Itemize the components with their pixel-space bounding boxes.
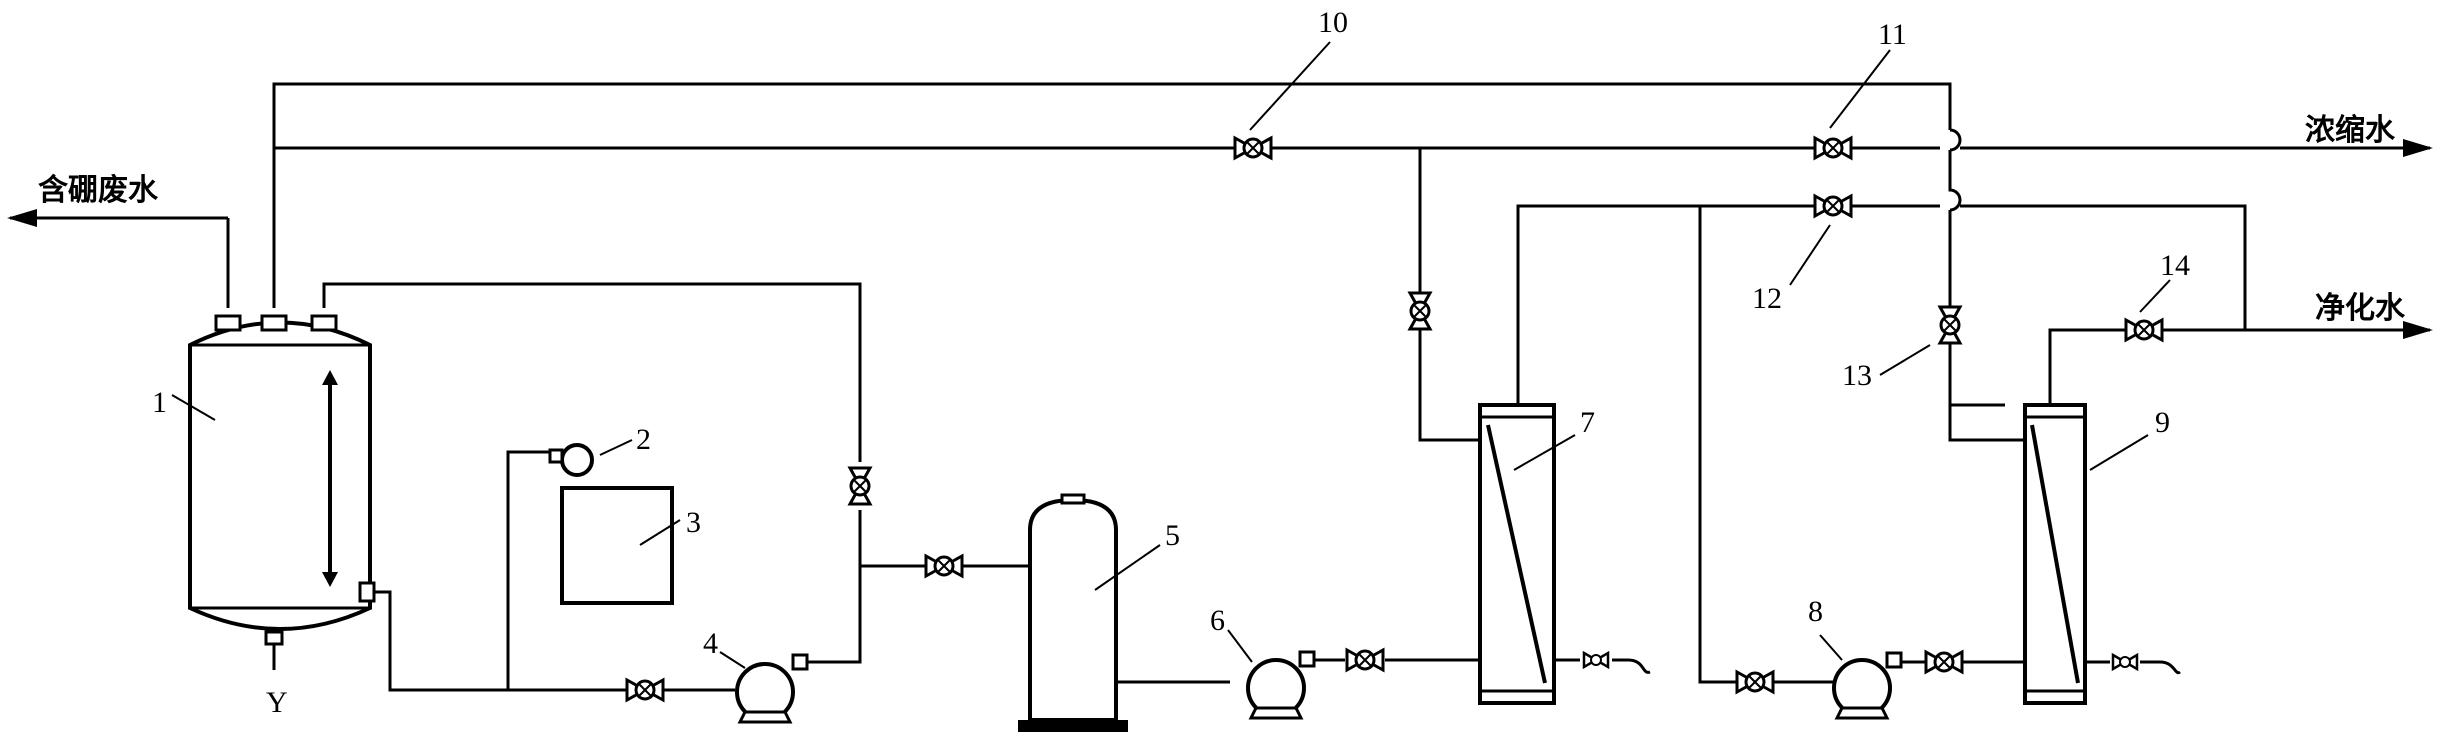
membrane-unit-9 — [2023, 403, 2087, 705]
valve-10 — [1233, 136, 1273, 160]
label-4: 4 — [703, 627, 718, 660]
label-13: 13 — [1842, 359, 1872, 392]
leader-lines — [171, 41, 2171, 669]
label-14: 14 — [2160, 249, 2190, 282]
label-9: 9 — [2155, 406, 2170, 439]
dosing-pump-2 — [548, 443, 594, 477]
valve-unit7-inlet — [1408, 291, 1432, 331]
purified-label: 净化水 — [2315, 291, 2406, 326]
valve-14 — [2124, 318, 2164, 342]
inlet-label: 含硼废水 — [38, 173, 159, 208]
valve-pump8-inlet — [1735, 670, 1775, 694]
piping — [6, 82, 2433, 692]
label-10: 10 — [1318, 6, 1348, 39]
label-1: 1 — [152, 386, 167, 419]
valve-filter-inlet — [924, 554, 964, 578]
pump-4 — [735, 653, 809, 724]
label-11: 11 — [1878, 18, 1907, 51]
valve-recycle-vertical — [848, 466, 872, 506]
pump-8 — [1832, 651, 1903, 720]
valve-pump4-inlet — [625, 678, 665, 702]
concentrate-label: 浓缩水 — [2305, 113, 2396, 148]
valve-13 — [1938, 305, 1962, 345]
label-3: 3 — [686, 506, 701, 539]
filter-vessel-5 — [1018, 493, 1128, 732]
chemical-tank-3 — [560, 486, 674, 605]
label-2: 2 — [636, 423, 651, 456]
label-12: 12 — [1752, 282, 1782, 315]
storage-tank-1 — [188, 314, 376, 670]
label-6: 6 — [1210, 604, 1225, 637]
valve-pump6-outlet — [1345, 648, 1385, 672]
valve-11 — [1813, 136, 1853, 160]
valve-pump8-outlet — [1924, 650, 1964, 674]
pump-6 — [1246, 650, 1316, 720]
drain-symbol: Y — [266, 686, 288, 719]
valve-12 — [1813, 194, 1853, 218]
valve-unit9-drain — [2111, 653, 2139, 671]
label-5: 5 — [1165, 519, 1180, 552]
valve-unit7-drain — [1582, 651, 1610, 669]
label-8: 8 — [1808, 595, 1823, 628]
membrane-unit-7 — [1478, 403, 1556, 705]
label-7: 7 — [1580, 406, 1595, 439]
